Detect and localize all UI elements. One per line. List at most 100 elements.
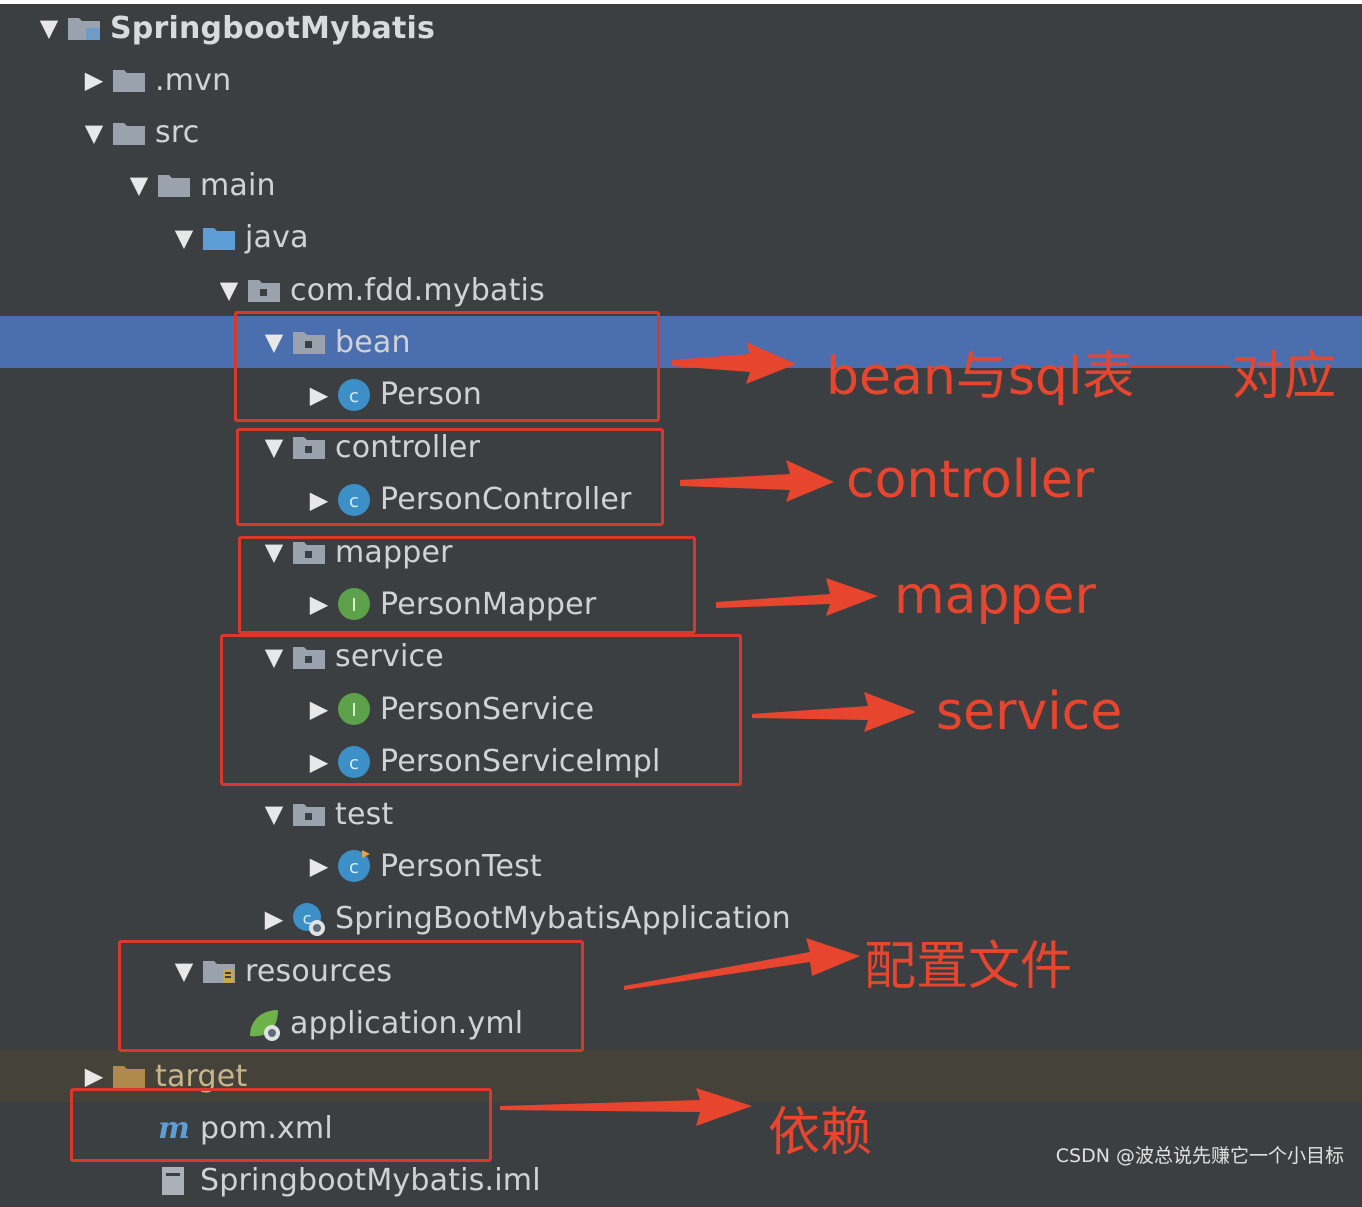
package-icon — [291, 534, 327, 570]
tree-row-label: application.yml — [290, 1006, 524, 1042]
svg-text:c: c — [303, 909, 312, 928]
tree-row[interactable]: ▼ SpringbootMybatis — [0, 2, 1362, 54]
expand-right-icon[interactable]: ▶ — [309, 695, 329, 724]
bean-highlight-box — [234, 311, 660, 422]
folder-icon — [111, 115, 147, 151]
tree-row-label: .mvn — [155, 62, 232, 98]
tree-row-label: main — [200, 167, 276, 203]
expand-right-icon[interactable]: ▶ — [309, 590, 329, 619]
controller-annotation: controller — [846, 450, 1095, 510]
class-icon: c — [336, 482, 372, 518]
tree-row-label: PersonTest — [380, 848, 542, 884]
watermark: CSDN @波总说先赚它一个小目标 — [1055, 1145, 1344, 1167]
tree-row-label: controller — [335, 429, 481, 465]
service-annotation: service — [936, 682, 1123, 742]
tree-row-label: test — [335, 796, 394, 832]
spring-config-icon — [246, 1006, 282, 1042]
expand-down-icon[interactable]: ▼ — [174, 957, 194, 986]
package-icon — [291, 429, 327, 465]
source-folder-icon — [201, 220, 237, 256]
test-class-icon: c — [336, 848, 372, 884]
class-icon: c — [336, 744, 372, 780]
deps-highlight-box — [70, 1088, 492, 1162]
tree-row-label: resources — [245, 953, 393, 989]
expand-down-icon[interactable]: ▼ — [39, 14, 59, 42]
tree-row-label: java — [245, 220, 309, 256]
expand-right-icon[interactable]: ▶ — [309, 380, 329, 409]
tree-row-label: SpringbootMybatis — [110, 10, 436, 46]
expand-right-icon[interactable]: ▶ — [309, 485, 329, 514]
expand-down-icon[interactable]: ▼ — [264, 642, 284, 671]
class-icon: c — [336, 377, 372, 413]
service-highlight-box — [220, 634, 742, 786]
iml-file-icon — [156, 1163, 192, 1199]
tree-row-label: com.fdd.mybatis — [290, 272, 545, 308]
tree-row-label: SpringbootMybatis.iml — [200, 1163, 541, 1199]
tree-row[interactable]: ▶ .mvn — [0, 54, 1362, 106]
package-icon — [291, 796, 327, 832]
tree-row[interactable]: ▶ c PersonServiceImpl — [0, 736, 1362, 788]
tree-row[interactable]: ▶ c PersonTest — [0, 840, 1362, 892]
bean-annotation-suffix: 对应 — [1232, 347, 1337, 407]
package-icon — [246, 272, 282, 308]
tree-row[interactable]: ▼ com.fdd.mybatis — [0, 264, 1362, 316]
config-annotation: 配置文件 — [864, 937, 1073, 997]
expand-right-icon[interactable]: ▶ — [309, 747, 329, 776]
deps-annotation: 依赖 — [768, 1103, 873, 1163]
tree-row[interactable]: ▼ service — [0, 631, 1362, 683]
tree-row[interactable]: ▶ c PersonController — [0, 474, 1362, 526]
expand-right-icon[interactable]: ▶ — [84, 1062, 104, 1090]
expand-down-icon[interactable]: ▼ — [219, 276, 239, 304]
expand-down-icon[interactable]: ▼ — [264, 433, 284, 462]
svg-text:I: I — [351, 700, 356, 721]
expand-down-icon[interactable]: ▼ — [129, 171, 149, 200]
expand-right-icon[interactable]: ▶ — [309, 852, 329, 881]
top-edge — [0, 0, 1362, 4]
tree-row-label: PersonMapper — [380, 586, 597, 622]
expand-down-icon[interactable]: ▼ — [264, 538, 284, 566]
mapper-highlight-box — [238, 536, 696, 634]
tree-row[interactable]: ▼ controller — [0, 421, 1362, 473]
tree-row[interactable]: ▼ test — [0, 788, 1362, 840]
excluded-folder-icon — [111, 1058, 147, 1094]
tree-row-label: PersonServiceImpl — [380, 744, 661, 780]
tree-row[interactable]: ▼ main — [0, 159, 1362, 211]
svg-text:m: m — [158, 1111, 190, 1146]
tree-row-label: PersonController — [380, 482, 632, 518]
package-icon — [291, 639, 327, 675]
expand-down-icon[interactable]: ▼ — [84, 118, 104, 147]
resources-folder-icon — [201, 953, 237, 989]
tree-row[interactable]: ▼ bean — [0, 316, 1362, 369]
tree-row-label: Person — [380, 377, 483, 413]
interface-icon: I — [336, 586, 372, 622]
expand-down-icon[interactable]: ▼ — [174, 223, 194, 252]
tree-row[interactable]: ▼ src — [0, 107, 1362, 159]
maven-icon: m — [156, 1110, 192, 1146]
expand-down-icon[interactable]: ▼ — [264, 800, 284, 828]
config-highlight-box — [118, 940, 584, 1052]
tree-row[interactable]: ▼ resources — [0, 945, 1362, 997]
folder-icon — [156, 167, 192, 203]
bean-annotation: bean与sql表 — [826, 347, 1135, 407]
tree-row[interactable]: application.yml — [0, 998, 1362, 1050]
tree-row-label: bean — [335, 324, 411, 360]
tree-row-label: mapper — [335, 534, 453, 570]
tree-row-label: src — [155, 115, 200, 151]
tree-row[interactable]: ▼ mapper — [0, 526, 1362, 578]
controller-highlight-box — [236, 428, 664, 526]
svg-text:c: c — [349, 491, 359, 512]
spring-boot-app-icon: c — [291, 901, 327, 937]
svg-text:c: c — [349, 857, 359, 878]
package-icon — [291, 324, 327, 360]
svg-text:c: c — [349, 753, 359, 774]
expand-down-icon[interactable]: ▼ — [264, 328, 284, 357]
expand-right-icon[interactable]: ▶ — [84, 66, 104, 95]
expand-right-icon[interactable]: ▶ — [264, 904, 284, 933]
tree-row[interactable]: ▼ java — [0, 212, 1362, 264]
interface-icon: I — [336, 691, 372, 727]
